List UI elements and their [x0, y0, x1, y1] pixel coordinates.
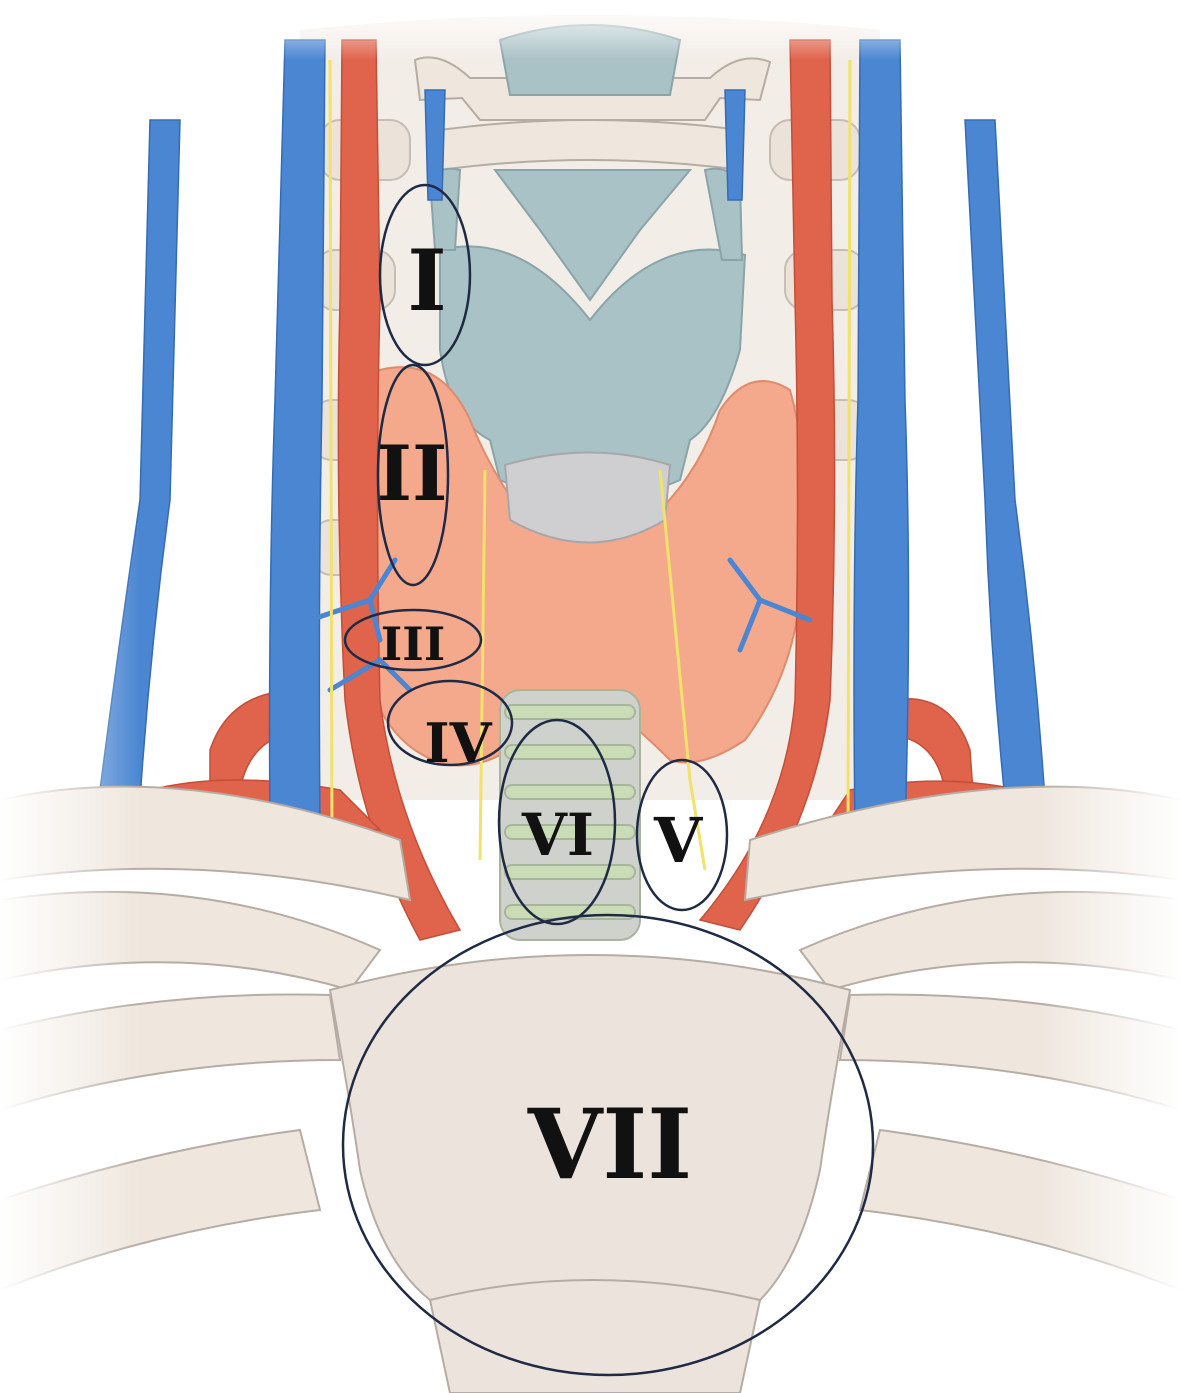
fade-right — [1041, 0, 1181, 1393]
fade-top — [0, 0, 1181, 60]
region-label-v: V — [653, 804, 703, 877]
region-label-vii: VII — [527, 1088, 692, 1201]
region-ring-vi — [497, 718, 617, 926]
region-label-ii: II — [376, 429, 447, 518]
jugular-veins — [99, 39, 1046, 831]
nerves — [328, 59, 852, 871]
region-ring-iii — [343, 608, 483, 672]
region-label-i: I — [407, 231, 446, 330]
region-labels: I II III IV V VI VII — [376, 231, 703, 1201]
region-label-vi: VI — [521, 801, 594, 869]
region-ring-vii — [341, 913, 875, 1377]
region-ring-ii — [376, 363, 450, 587]
fade-left — [0, 0, 140, 1393]
sternum — [328, 954, 852, 1393]
region-label-iv: IV — [424, 711, 492, 775]
region-rings — [341, 183, 875, 1377]
region-ring-iv — [386, 679, 514, 767]
region-label-iii: III — [381, 617, 446, 671]
region-ring-v — [635, 758, 729, 912]
cricoid-cartilage — [503, 451, 672, 544]
larynx — [428, 24, 747, 501]
region-ring-i — [378, 183, 472, 367]
